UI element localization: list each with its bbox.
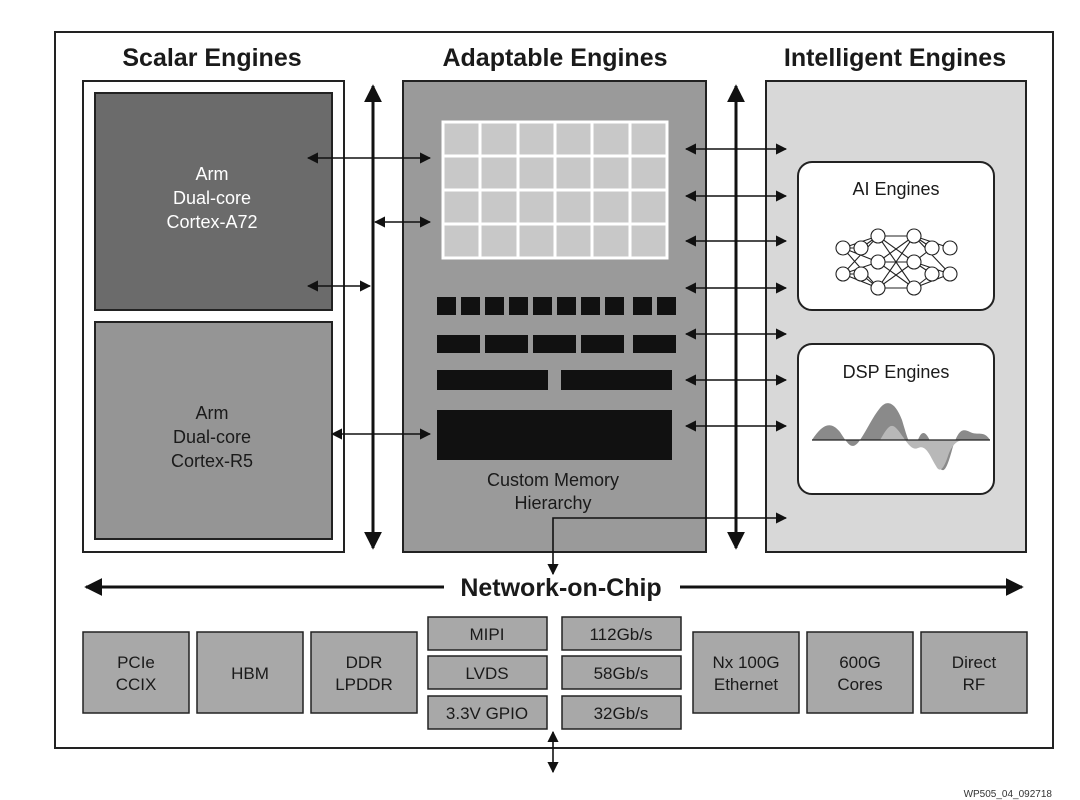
scalar-engines-title: Scalar Engines	[122, 44, 301, 72]
io-gpio-label: 3.3V GPIO	[446, 704, 528, 723]
io-lvds-label: LVDS	[465, 664, 508, 683]
io-32gbs-label: 32Gb/s	[594, 704, 649, 723]
neural-network-icon	[835, 228, 958, 296]
io-pcie-line-1: PCIe	[117, 653, 155, 672]
memory-hierarchy-blocks	[437, 297, 676, 460]
cortex-r5-line-1: Arm	[196, 403, 229, 423]
io-lvds	[427, 655, 548, 690]
io-mipi	[427, 616, 548, 651]
io-block-ddr	[310, 631, 418, 714]
io-mipi-label: MIPI	[470, 625, 505, 644]
io-pcie-line-2: CCIX	[116, 675, 157, 694]
io-600g-line-1: 600G	[839, 653, 881, 672]
io-ethernet-line-1: Nx 100G	[712, 653, 779, 672]
io-ddr-line-2: LPDDR	[335, 675, 393, 694]
io-block-pcie	[82, 631, 190, 714]
figure-id: WP505_04_092718	[964, 789, 1053, 800]
io-ddr-line-1: DDR	[346, 653, 383, 672]
cortex-a72-line-3: Cortex-A72	[166, 212, 257, 232]
cortex-r5-block	[94, 321, 333, 540]
io-32gbs	[561, 695, 682, 730]
io-58gbs	[561, 655, 682, 690]
io-gpio	[427, 695, 548, 730]
adaptable-engines-title: Adaptable Engines	[442, 44, 667, 72]
cortex-a72-line-1: Arm	[196, 164, 229, 184]
io-block-direct-rf	[920, 631, 1028, 714]
arrow-intelligent-to-noc	[547, 512, 788, 576]
io-block-600g	[806, 631, 914, 714]
intelligent-engines-title: Intelligent Engines	[784, 44, 1006, 72]
io-112gbs-label: 112Gb/s	[589, 625, 652, 644]
io-58gbs-label: 58Gb/s	[594, 664, 649, 683]
custom-memory-label-line-1: Custom Memory	[487, 470, 619, 490]
noc-label: Network-on-Chip	[460, 574, 661, 602]
io-ethernet-line-2: Ethernet	[714, 675, 779, 694]
io-block-hbm	[196, 631, 304, 714]
cortex-a72-line-2: Dual-core	[173, 188, 251, 208]
cortex-a72-block	[94, 92, 333, 311]
cortex-r5-line-2: Dual-core	[173, 427, 251, 447]
io-direct-rf-line-1: Direct	[952, 653, 997, 672]
io-600g-line-2: Cores	[837, 675, 882, 694]
io-hbm-line-1: HBM	[231, 664, 269, 683]
dsp-engines-title: DSP Engines	[843, 362, 950, 382]
io-block-ethernet	[692, 631, 800, 714]
cortex-r5-line-3: Cortex-R5	[171, 451, 253, 471]
programmable-logic-grid	[441, 120, 669, 260]
custom-memory-label-line-2: Hierarchy	[514, 493, 591, 513]
io-112gbs	[561, 616, 682, 651]
io-direct-rf-line-2: RF	[963, 675, 986, 694]
ai-engines-title: AI Engines	[852, 179, 939, 199]
dsp-waveform-icon	[812, 403, 990, 471]
